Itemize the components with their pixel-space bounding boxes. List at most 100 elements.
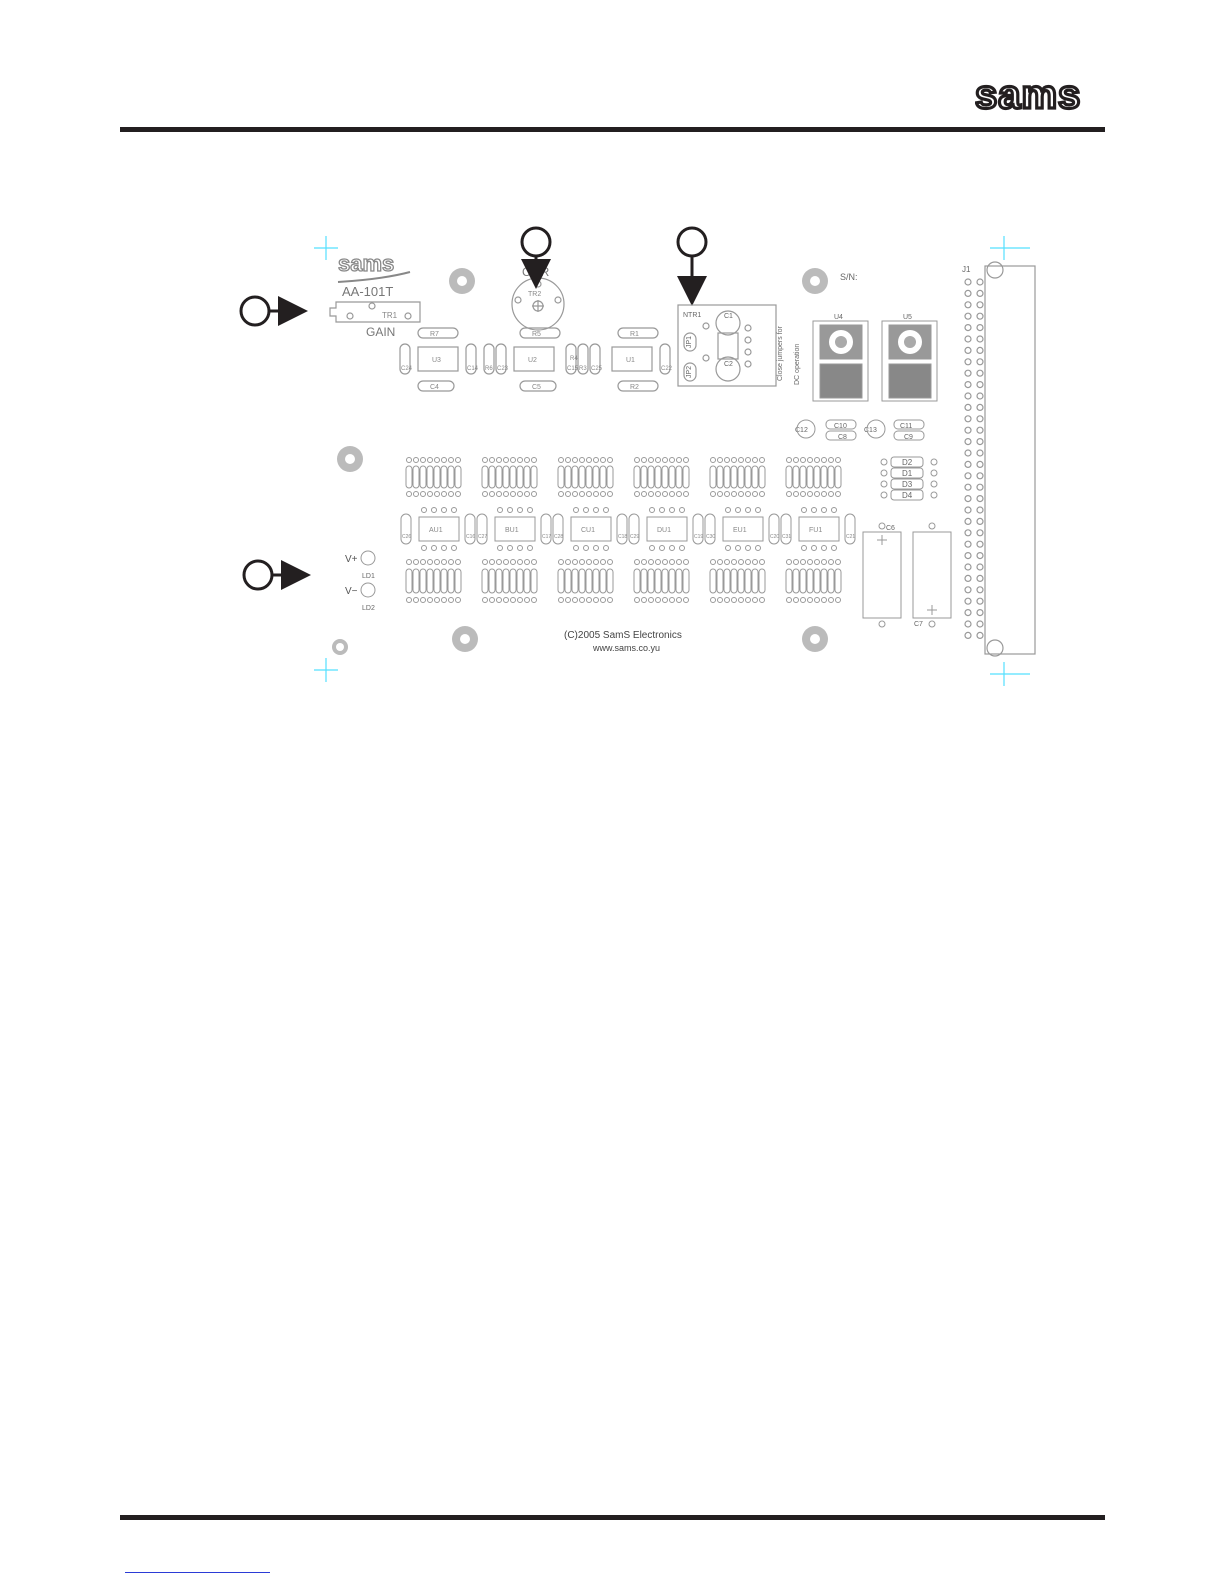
channel-cap-label: C29 (630, 534, 639, 540)
pcb-pad (585, 465, 593, 489)
pcb-pad (405, 568, 413, 594)
pcb-pad (683, 597, 689, 603)
pcb-pad (583, 507, 589, 513)
pcb-pad (606, 568, 614, 594)
pcb-pad (517, 597, 523, 603)
ld1-label: LD1 (362, 573, 375, 580)
pcb-pad (412, 568, 420, 594)
pcb-pad (814, 457, 820, 463)
pcb-pad (759, 491, 765, 497)
pcb-pad (964, 449, 972, 457)
callout-cmr (520, 226, 552, 258)
c7-label: C7 (914, 621, 923, 628)
pcb-pad (730, 568, 738, 594)
pcb-pad (572, 559, 578, 565)
board-copyright: (C)2005 SamS Electronics (564, 630, 682, 641)
pcb-pad (524, 559, 530, 565)
registration-marks (314, 236, 1030, 686)
pcb-pad (723, 568, 731, 594)
pcb-pad (509, 465, 517, 489)
pcb-pad (586, 491, 592, 497)
pcb-pad (669, 457, 675, 463)
pcb-pad (745, 545, 751, 551)
channel-ic-label: CU1 (581, 527, 595, 534)
pcb-pad (801, 507, 807, 513)
serial-label: S/N: (840, 272, 858, 282)
pcb-pad (735, 545, 741, 551)
pcb-pad (807, 457, 813, 463)
label-c14: C14 (467, 366, 479, 372)
pcb-pad (558, 457, 564, 463)
pcb-pad (964, 620, 972, 628)
pcb-pad (786, 597, 792, 603)
pcb-pad (976, 631, 984, 640)
pcb-pad (527, 507, 533, 513)
pcb-pad (710, 559, 716, 565)
pcb-pad (813, 465, 821, 489)
pcb-pad (531, 597, 537, 603)
tr1-label: TR1 (382, 311, 398, 320)
pcb-pad (557, 465, 565, 489)
pcb-pad (976, 324, 984, 332)
pcb-pad (964, 301, 972, 309)
pcb-pad (647, 465, 655, 489)
pcb-pad (814, 597, 820, 603)
pcb-pad (418, 516, 460, 542)
pcb-pad (745, 559, 751, 565)
pcb-pad (759, 457, 765, 463)
pcb-pad (828, 491, 834, 497)
pcb-pad (724, 559, 730, 565)
pcb-pad (676, 457, 682, 463)
pcb-pad (669, 559, 675, 565)
pcb-pad (800, 559, 806, 565)
pcb-pad (530, 568, 538, 594)
pcb-pad (835, 597, 841, 603)
pcb-pad (834, 465, 842, 489)
pcb-pad (447, 465, 455, 489)
pcb-pad (976, 483, 984, 491)
pcb-pad (654, 568, 662, 594)
pcb-pad (662, 597, 668, 603)
pcb-pad (964, 460, 972, 468)
c6-label: C6 (886, 525, 895, 532)
pcb-pad (495, 568, 503, 594)
pcb-pad (517, 457, 523, 463)
pcb-pad (668, 568, 676, 594)
pcb-pad (641, 491, 647, 497)
pcb-pad (655, 457, 661, 463)
pcb-pad (413, 597, 419, 603)
pcb-pad (976, 472, 984, 480)
pcb-pad (433, 465, 441, 489)
pcb-pad (600, 491, 606, 497)
pcb-pad (558, 559, 564, 565)
pcb-pad (752, 597, 758, 603)
pcb-pad (578, 568, 586, 594)
pcb-pad (758, 465, 766, 489)
pcb-pad (717, 597, 723, 603)
jp2-label: JP2 (686, 366, 693, 378)
channel-cap-label: C30 (706, 534, 715, 540)
pcb-pad (516, 568, 524, 594)
pcb-pad (628, 513, 640, 545)
pcb-pad (793, 597, 799, 603)
pcb-pad (434, 491, 440, 497)
board-website: www.sams.co.yu (592, 643, 660, 653)
pcb-pad (964, 381, 972, 389)
pcb-pad (821, 457, 827, 463)
pcb-pad (785, 568, 793, 594)
pcb-pad (745, 597, 751, 603)
pcb-pad (488, 568, 496, 594)
pcb-pad (669, 597, 675, 603)
footer-rule (120, 1515, 1105, 1520)
pcb-pad (482, 597, 488, 603)
label-u1: U1 (626, 357, 635, 364)
pcb-pad (654, 465, 662, 489)
pcb-pad (406, 457, 412, 463)
pcb-pad (573, 507, 579, 513)
label-c4: C4 (430, 384, 439, 391)
pcb-pad (599, 465, 607, 489)
pcb-pad (412, 465, 420, 489)
pcb-pad (661, 465, 669, 489)
pcb-pad (976, 403, 984, 411)
pcb-pad (821, 491, 827, 497)
